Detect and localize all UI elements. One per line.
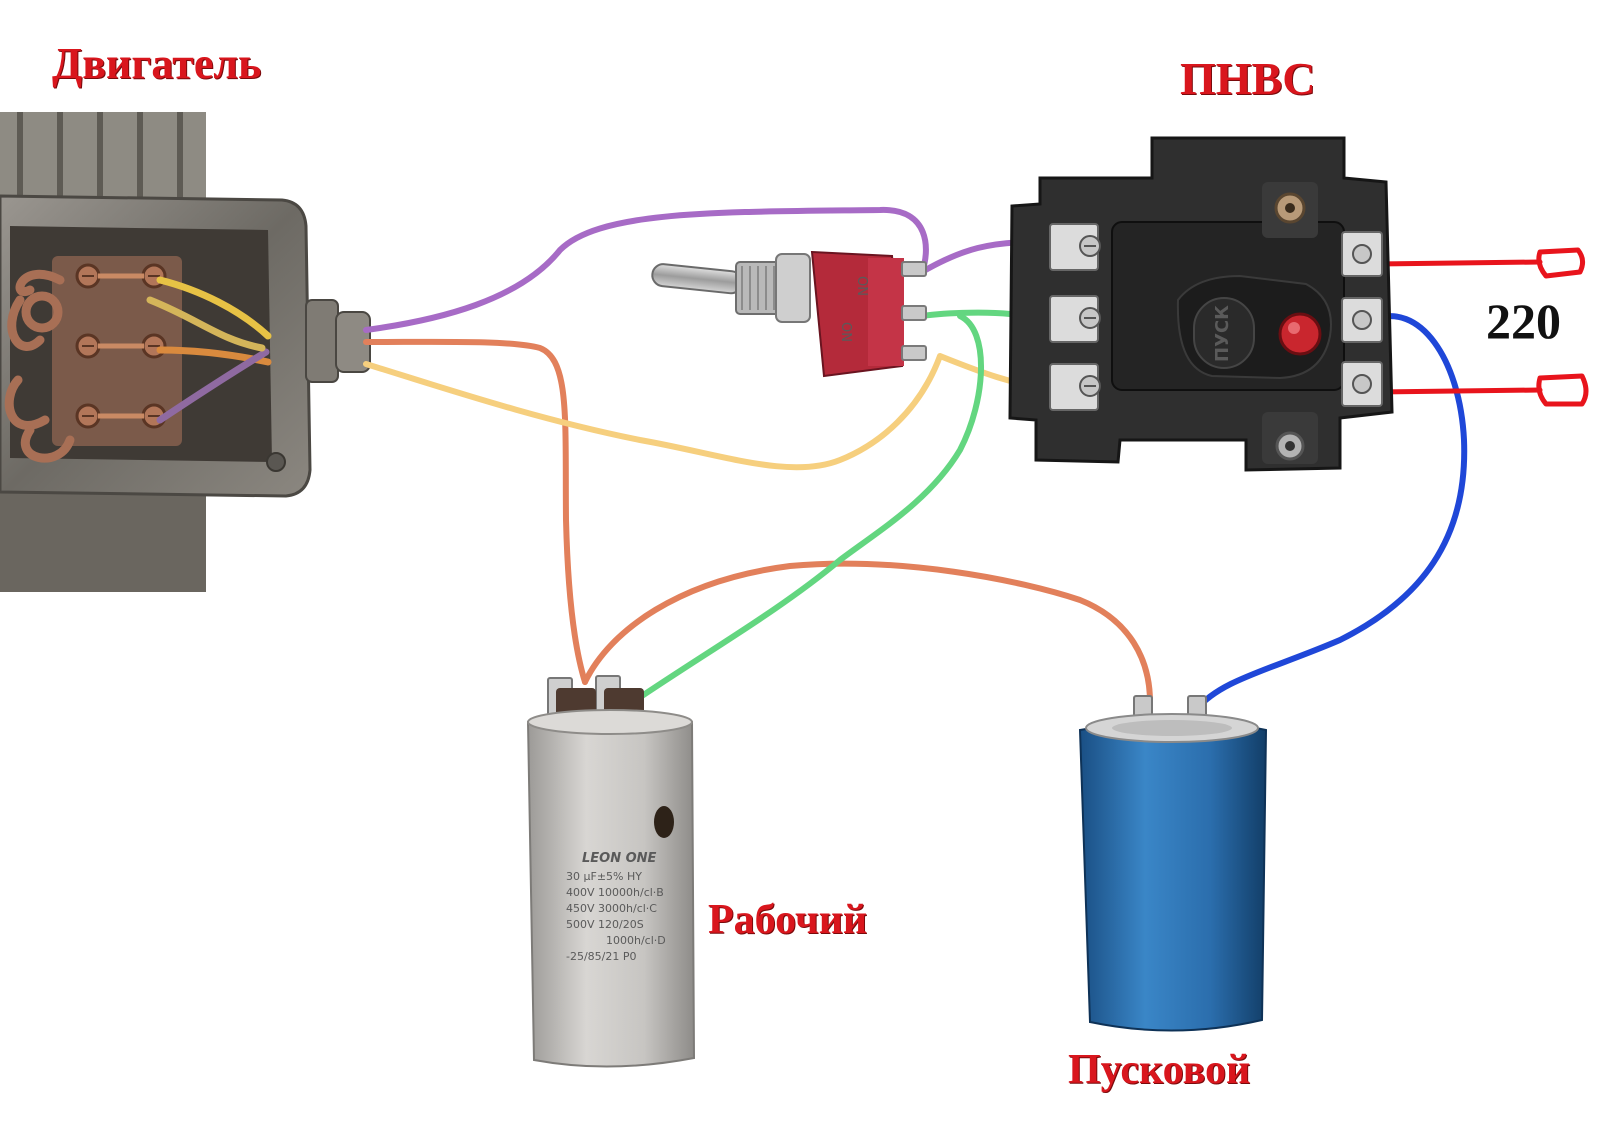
run-capacitor-brand: LEON ONE bbox=[582, 851, 657, 866]
motor-label: Двигатель bbox=[52, 39, 262, 88]
start-button-label: ПУСК bbox=[1212, 305, 1233, 362]
screw-terminal-icon bbox=[1079, 235, 1101, 257]
screw-terminal-icon bbox=[1352, 374, 1372, 394]
screw-terminal-icon bbox=[75, 333, 101, 359]
orange-wire-motor-to-run-cap bbox=[363, 338, 588, 685]
motor bbox=[0, 112, 371, 592]
run-capacitor-line-3: 450V 3000h/cl·C bbox=[566, 902, 657, 915]
run-capacitor-label: Рабочий bbox=[708, 897, 868, 943]
run-capacitor-line-5: 1000h/cl·D bbox=[606, 934, 666, 947]
run-capacitor-line-2: 400V 10000h/cl·B bbox=[566, 886, 664, 899]
screw-terminal-icon bbox=[75, 403, 101, 429]
motor-terminals bbox=[75, 263, 167, 429]
start-capacitor-label: Пусковой bbox=[1068, 1047, 1251, 1093]
screw-terminal-icon bbox=[1352, 244, 1372, 264]
run-capacitor-line-6: -25/85/21 P0 bbox=[566, 950, 637, 963]
start-capacitor bbox=[1078, 695, 1268, 1032]
run-capacitor-line-1: 30 μF±5% HY bbox=[566, 870, 642, 883]
voltage-label: 220 bbox=[1486, 293, 1561, 349]
mains-wire-top bbox=[1369, 259, 1543, 267]
toggle-mark-bottom: ON bbox=[838, 322, 853, 342]
switch-block-label: ПНВС bbox=[1180, 53, 1316, 104]
plug-end-icon bbox=[1536, 373, 1589, 407]
violet-wire-motor-to-switch bbox=[363, 206, 929, 333]
screw-terminal-icon bbox=[75, 263, 101, 289]
green-wire-switch-to-run-cap bbox=[633, 313, 984, 703]
mains-wire-bottom bbox=[1369, 387, 1543, 395]
yellow-wire-motor-to-pnvs bbox=[363, 353, 1067, 471]
screw-terminal-icon bbox=[1275, 431, 1305, 461]
start-button bbox=[1278, 312, 1322, 356]
wires bbox=[363, 206, 1589, 713]
switch-block: ПУСК bbox=[1008, 136, 1394, 472]
screw-terminal-icon bbox=[1352, 310, 1372, 330]
plug-end-icon bbox=[1536, 247, 1586, 279]
screw-terminal-icon bbox=[1079, 375, 1101, 397]
toggle-switch: ON ON bbox=[651, 250, 927, 378]
screw-terminal-icon bbox=[1274, 192, 1306, 224]
screw-terminal-icon bbox=[141, 333, 167, 359]
blue-wire-pnvs-to-start-cap bbox=[1193, 313, 1468, 713]
run-capacitor: LEON ONE 30 μF±5% HY 400V 10000h/cl·B 45… bbox=[526, 675, 696, 1068]
orange-wire-run-cap-to-start-cap bbox=[582, 560, 1153, 705]
toggle-mark-top: ON bbox=[854, 276, 869, 296]
screw-terminal-icon bbox=[1079, 307, 1101, 329]
run-capacitor-line-4: 500V 120/20S bbox=[566, 918, 644, 931]
